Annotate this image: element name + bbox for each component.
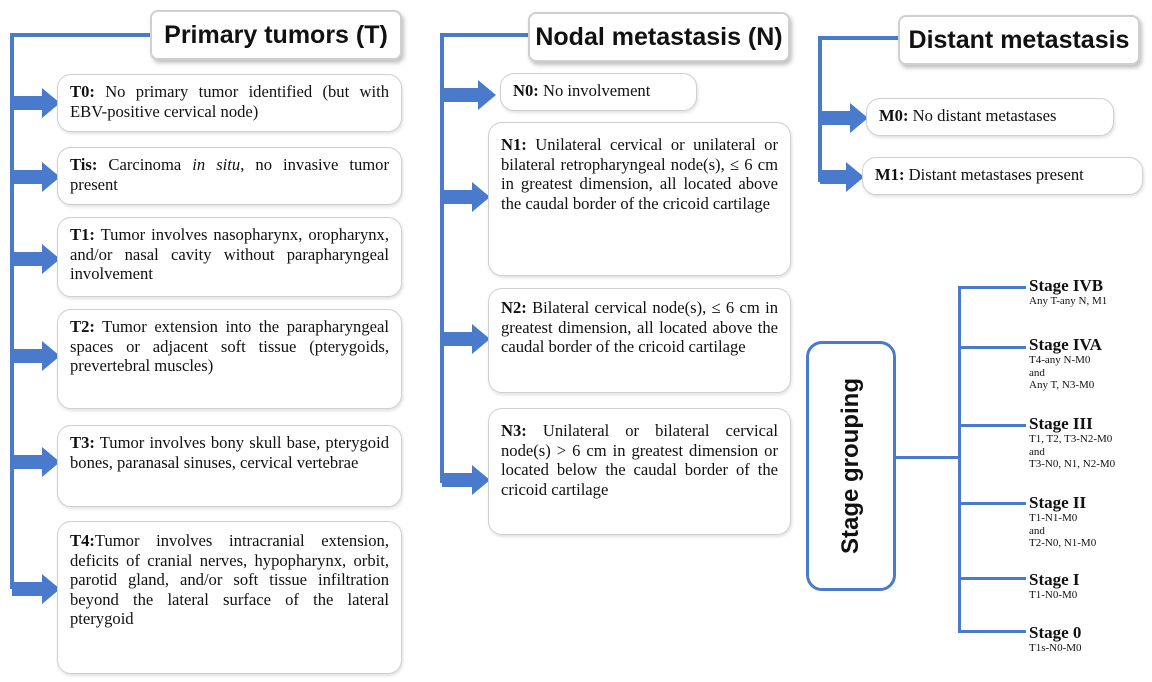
n2-code: N2: xyxy=(501,298,527,317)
t2-code: T2: xyxy=(70,317,95,336)
stage-connector-horizontal xyxy=(896,456,960,459)
t1-definition-box: T1: Tumor involves nasopharynx, orophary… xyxy=(57,217,402,297)
stage-grouping-box: Stage grouping xyxy=(806,341,896,591)
n3-arrow-icon xyxy=(442,465,490,495)
n2-definition-box: N2: Bilateral cervical node(s), ≤ 6 cm i… xyxy=(488,288,791,393)
m1-text: Distant metastases present xyxy=(904,165,1084,184)
n1-arrow-icon xyxy=(442,182,490,212)
tis-text-before: Carcinoma xyxy=(97,155,193,174)
n2-text: Bilateral cervical node(s), ≤ 6 cm in gr… xyxy=(501,298,778,356)
stage-i-desc: T1-N0-M0 xyxy=(1029,589,1078,601)
t-column-title: Primary tumors (T) xyxy=(150,10,402,60)
n3-definition-box: N3: Unilateral or bilateral cervical nod… xyxy=(488,408,791,535)
t3-code: T3: xyxy=(70,433,95,452)
stage-ii-desc: T1-N1-M0 and T2-N0, N1-M0 xyxy=(1029,512,1097,549)
tis-text-italic: in situ xyxy=(192,155,241,174)
t-connector-top xyxy=(10,33,150,37)
stage-ivb-name: Stage IVB xyxy=(1029,276,1104,295)
n0-definition-box: N0: No involvement xyxy=(500,73,697,111)
stage-iii: Stage III T1, T2, T3-N2-M0 and T3-N0, N1… xyxy=(1029,415,1115,471)
stage-ivb: Stage IVB Any T-any N, M1 xyxy=(1029,277,1107,308)
t0-text: No primary tumor identified (but with EB… xyxy=(70,82,389,121)
t1-arrow-icon xyxy=(12,244,60,274)
m1-definition-box: M1: Distant metastases present xyxy=(862,157,1143,195)
n0-text: No involvement xyxy=(538,81,651,100)
stage-i-name: Stage I xyxy=(1029,570,1080,589)
t4-code: T4: xyxy=(70,531,95,550)
n-column-title: Nodal metastasis (N) xyxy=(528,12,790,62)
n2-arrow-icon xyxy=(442,324,490,354)
stage-0-desc: T1s-N0-M0 xyxy=(1029,642,1082,654)
m-connector-top xyxy=(818,36,900,40)
t4-text: Tumor involves intracranial extension, d… xyxy=(70,531,389,628)
n0-arrow-icon xyxy=(442,80,496,110)
stage-iva: Stage IVA T4-any N-M0 and Any T, N3-M0 xyxy=(1029,336,1102,392)
t1-code: T1: xyxy=(70,225,95,244)
n1-definition-box: N1: Unilateral cervical or unilateral or… xyxy=(488,122,791,276)
stage-i: Stage I T1-N0-M0 xyxy=(1029,571,1080,602)
tis-code: Tis: xyxy=(70,155,98,174)
t0-definition-box: T0: No primary tumor identified (but wit… xyxy=(57,74,402,132)
stage-iii-desc: T1, T2, T3-N2-M0 and T3-N0, N1, N2-M0 xyxy=(1029,433,1116,470)
stage-ivb-desc: Any T-any N, M1 xyxy=(1029,295,1108,307)
t2-text: Tumor extension into the parapharyngeal … xyxy=(70,317,389,375)
stage-iva-name: Stage IVA xyxy=(1029,335,1102,354)
t2-arrow-icon xyxy=(12,341,60,371)
t2-definition-box: T2: Tumor extension into the parapharyng… xyxy=(57,309,402,409)
t4-arrow-icon xyxy=(12,574,60,604)
m-connector-vertical xyxy=(818,36,822,182)
n3-code: N3: xyxy=(501,421,527,440)
n1-code: N1: xyxy=(501,135,527,154)
stage-ivb-branch xyxy=(958,286,1026,289)
m0-code: M0: xyxy=(879,106,909,125)
t3-definition-box: T3: Tumor involves bony skull base, pter… xyxy=(57,425,402,507)
t3-text: Tumor involves bony skull base, pterygoi… xyxy=(70,433,389,472)
stage-0-name: Stage 0 xyxy=(1029,623,1082,642)
m0-text: No distant metastases xyxy=(908,106,1057,125)
stage-ii: Stage II T1-N1-M0 and T2-N0, N1-M0 xyxy=(1029,494,1096,550)
m-column-title: Distant metastasis xyxy=(898,15,1140,65)
t0-code: T0: xyxy=(70,82,95,101)
m0-arrow-icon xyxy=(820,103,868,133)
m1-code: M1: xyxy=(875,165,905,184)
stage-0: Stage 0 T1s-N0-M0 xyxy=(1029,624,1082,655)
tis-text-after: , no invasive tumor present xyxy=(70,155,390,194)
n-connector-top xyxy=(440,33,530,37)
m1-arrow-icon xyxy=(820,162,864,192)
stage-iii-name: Stage III xyxy=(1029,414,1093,433)
stage-ii-name: Stage II xyxy=(1029,493,1087,512)
tis-definition-box: Tis: Carcinoma in situ, no invasive tumo… xyxy=(57,147,402,205)
tis-arrow-icon xyxy=(12,162,60,192)
t-connector-vertical xyxy=(10,33,14,589)
t1-text: Tumor involves nasopharynx, oropharynx, … xyxy=(70,225,389,283)
n3-text: Unilateral or bilateral cervical node(s)… xyxy=(501,421,778,499)
stage-ii-branch xyxy=(958,502,1026,505)
t3-arrow-icon xyxy=(12,447,60,477)
stage-grouping-title: Stage grouping xyxy=(837,378,864,554)
n-connector-vertical xyxy=(440,33,444,483)
stage-iva-desc: T4-any N-M0 and Any T, N3-M0 xyxy=(1029,354,1095,391)
t0-arrow-icon xyxy=(12,88,60,118)
stage-connector-vertical xyxy=(958,286,961,633)
stage-iii-branch xyxy=(958,424,1026,427)
stage-0-branch xyxy=(958,630,1026,633)
n0-code: N0: xyxy=(513,81,539,100)
n1-text: Unilateral cervical or unilateral or bil… xyxy=(501,135,778,213)
stage-iva-branch xyxy=(958,346,1026,349)
stage-i-branch xyxy=(958,577,1026,580)
t4-definition-box: T4:Tumor involves intracranial extension… xyxy=(57,521,402,674)
m0-definition-box: M0: No distant metastases xyxy=(866,98,1114,136)
